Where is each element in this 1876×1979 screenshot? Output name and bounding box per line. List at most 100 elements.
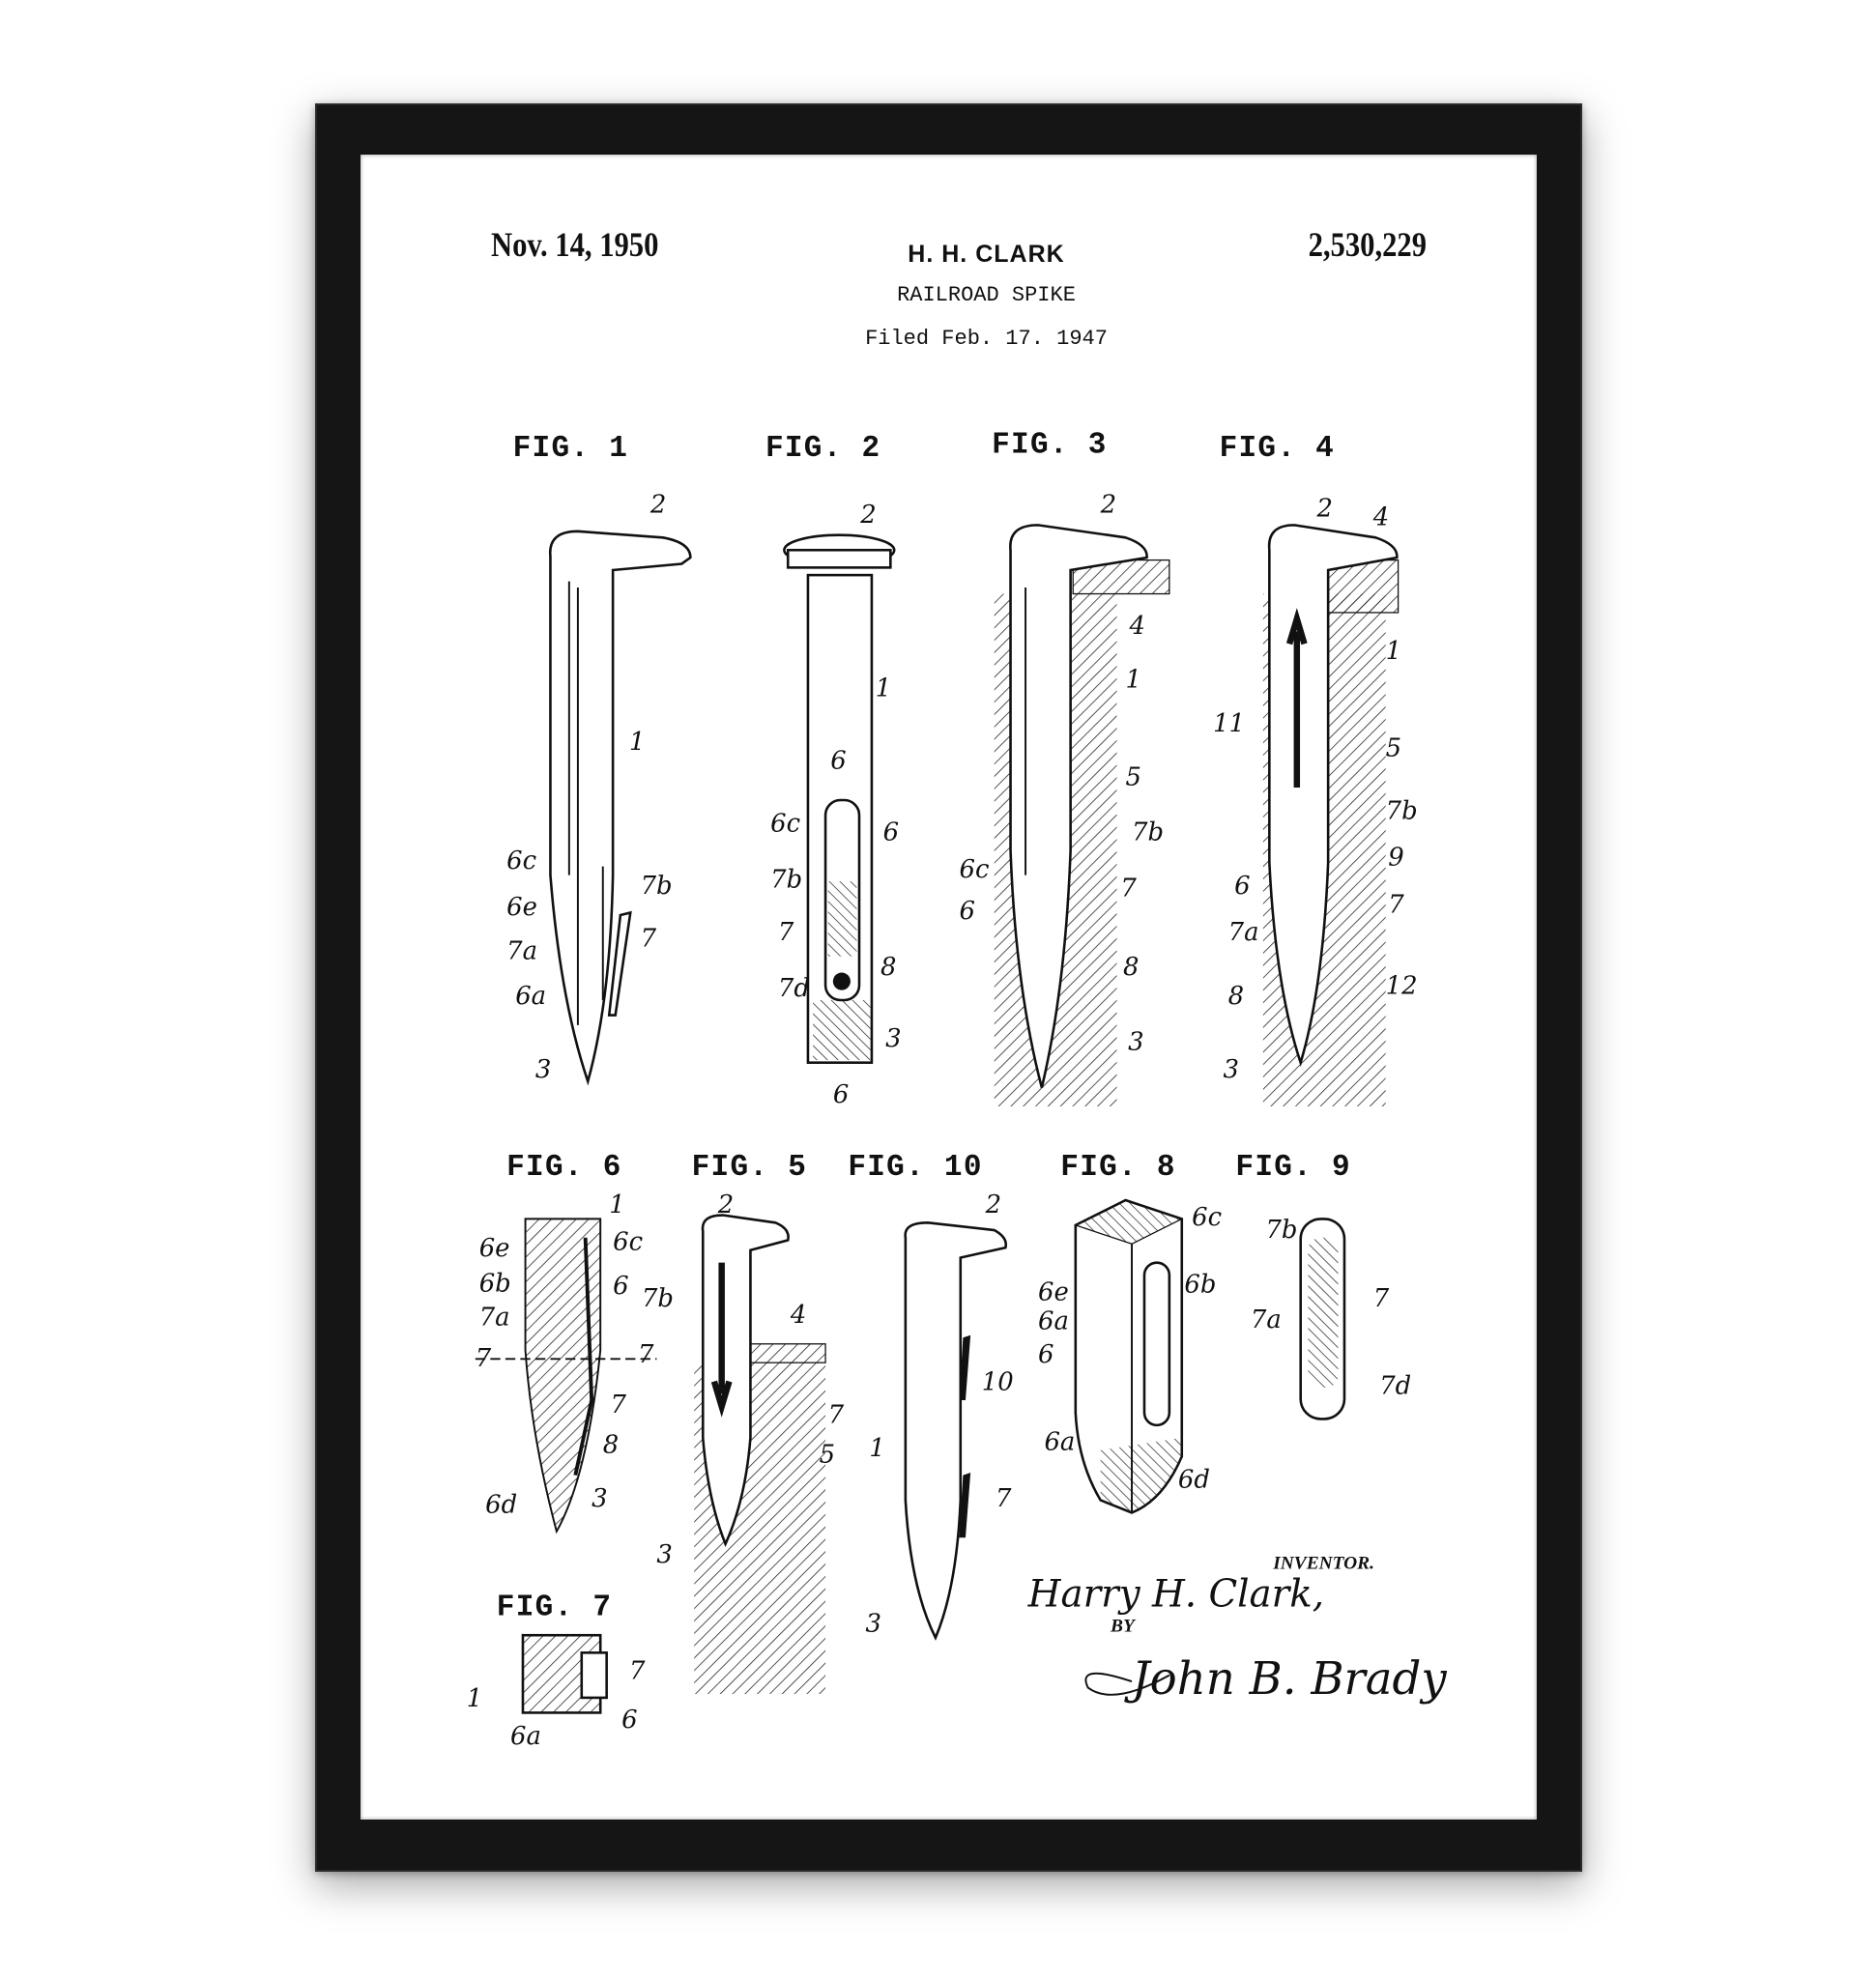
reference-numeral: 6c xyxy=(613,1228,643,1257)
reference-numeral: 4 xyxy=(1128,612,1144,641)
reference-numeral: 7b xyxy=(642,1284,674,1313)
reference-numeral: 2 xyxy=(1316,494,1333,523)
figure-label: FIG. 5 xyxy=(692,1151,808,1185)
reference-numeral: 1 xyxy=(876,674,891,703)
reference-numeral: 6c xyxy=(959,855,989,884)
reference-numeral: 1 xyxy=(869,1434,884,1463)
reference-numeral: 7b xyxy=(1132,817,1164,846)
reference-numeral: 6 xyxy=(883,817,899,846)
figure-label: FIG. 4 xyxy=(1220,432,1336,466)
reference-numeral: 6a xyxy=(1038,1306,1069,1335)
reference-numeral: 7 xyxy=(638,1340,654,1369)
reference-numeral: 6 xyxy=(833,1080,849,1109)
reference-numeral: 7 xyxy=(828,1400,845,1429)
reference-numeral: 6 xyxy=(621,1706,637,1735)
reference-numeral: 6d xyxy=(485,1490,517,1519)
figure-7 xyxy=(521,1633,608,1714)
reference-numeral: 6e xyxy=(506,893,537,922)
reference-numeral: 6e xyxy=(1038,1277,1069,1306)
reference-numeral: 4 xyxy=(1372,502,1389,531)
reference-numeral: 7b xyxy=(770,866,802,895)
reference-numeral: 7 xyxy=(1388,890,1404,919)
reference-numeral: 3 xyxy=(1223,1055,1238,1084)
attorney-signature: John B. Brady xyxy=(1124,1652,1447,1705)
signature-flourish xyxy=(1084,1672,1170,1696)
reference-numeral: 7 xyxy=(1120,875,1137,903)
reference-numeral: 3 xyxy=(592,1484,607,1513)
reference-numeral: 10 xyxy=(982,1368,1014,1397)
spike-drawing xyxy=(549,530,692,1086)
figure-label: FIG. 7 xyxy=(497,1592,613,1625)
reference-numeral: 3 xyxy=(885,1024,901,1053)
reference-numeral: 7 xyxy=(996,1484,1012,1513)
reference-numeral: 5 xyxy=(1126,762,1141,791)
reference-numeral: 7a xyxy=(1251,1305,1282,1334)
figure-2 xyxy=(783,533,896,1064)
reference-numeral: 6 xyxy=(1038,1340,1053,1369)
filed-date: Filed Feb. 17. 1947 xyxy=(865,327,1108,351)
reference-numeral: 6 xyxy=(959,897,974,926)
reference-numeral: 8 xyxy=(880,953,896,982)
reference-numeral: 7 xyxy=(1373,1284,1390,1313)
figure-6 xyxy=(475,1218,657,1534)
reference-numeral: 6c xyxy=(770,809,800,838)
reference-numeral: 6a xyxy=(1044,1428,1075,1457)
reference-numeral: 7 xyxy=(778,918,794,947)
reference-numeral: 6c xyxy=(1192,1203,1222,1232)
figure-label: FIG. 2 xyxy=(765,432,881,466)
reference-numeral: 6c xyxy=(506,846,536,875)
reference-numeral: 6a xyxy=(510,1722,541,1751)
figure-1 xyxy=(549,530,692,1086)
reference-numeral: 7a xyxy=(1228,918,1259,947)
figure-3 xyxy=(994,524,1170,1106)
reference-numeral: 6b xyxy=(1184,1271,1216,1300)
patent-title: RAILROAD SPIKE xyxy=(897,283,1076,307)
reference-numeral: 6a xyxy=(515,982,546,1011)
figure-label: FIG. 6 xyxy=(506,1151,622,1185)
reference-numeral: 2 xyxy=(1100,490,1116,519)
reference-numeral: 2 xyxy=(717,1190,734,1219)
patent-date: Nov. 14, 1950 xyxy=(491,225,659,264)
reference-numeral: 6d xyxy=(1178,1466,1210,1495)
reference-numeral: 8 xyxy=(603,1430,619,1459)
reference-numeral: 7b xyxy=(1265,1216,1297,1245)
reference-numeral: 4 xyxy=(790,1301,806,1330)
reference-numeral: 7 xyxy=(629,1657,646,1686)
reference-numeral: 7a xyxy=(506,936,537,965)
reference-numeral: 2 xyxy=(649,490,666,519)
reference-numeral: 7 xyxy=(641,924,657,953)
figure-9 xyxy=(1299,1218,1346,1420)
reference-numeral: 2 xyxy=(985,1190,1001,1219)
reference-numeral: 9 xyxy=(1388,843,1403,872)
figure-5 xyxy=(694,1214,826,1695)
reference-numeral: 1 xyxy=(1386,637,1401,666)
reference-numeral: 3 xyxy=(535,1055,551,1084)
by-label: BY xyxy=(1110,1616,1137,1636)
reference-numeral: 1 xyxy=(629,728,645,757)
figure-label: FIG. 8 xyxy=(1060,1151,1176,1185)
reference-numeral: 8 xyxy=(1123,953,1139,982)
figure-4 xyxy=(1262,524,1400,1106)
patent-number: 2,530,229 xyxy=(1308,225,1427,264)
reference-numeral: 5 xyxy=(820,1441,835,1470)
reference-numeral: 7b xyxy=(641,872,673,901)
reference-numeral: 12 xyxy=(1386,972,1418,1001)
inventor-label: INVENTOR. xyxy=(1272,1554,1374,1574)
reference-numeral: 1 xyxy=(609,1190,624,1219)
reference-numeral: 6 xyxy=(830,747,846,776)
inventor-signature: Harry H. Clark, xyxy=(1027,1572,1324,1616)
reference-numeral: 7d xyxy=(1379,1372,1411,1401)
reference-numeral: 7 xyxy=(476,1344,492,1373)
reference-numeral: 2 xyxy=(859,501,876,530)
figure-label: FIG. 3 xyxy=(992,428,1108,462)
figure-10 xyxy=(904,1220,1008,1641)
reference-numeral: 7b xyxy=(1386,796,1418,825)
reference-numeral: 7d xyxy=(778,974,810,1003)
figure-label: FIG. 10 xyxy=(848,1151,982,1185)
reference-numeral: 8 xyxy=(1228,982,1244,1011)
reference-numeral: 7a xyxy=(479,1303,510,1332)
reference-numeral: 3 xyxy=(1128,1028,1143,1057)
reference-numeral: 1 xyxy=(467,1684,482,1713)
inventor-name: H. H. CLARK xyxy=(908,241,1065,268)
